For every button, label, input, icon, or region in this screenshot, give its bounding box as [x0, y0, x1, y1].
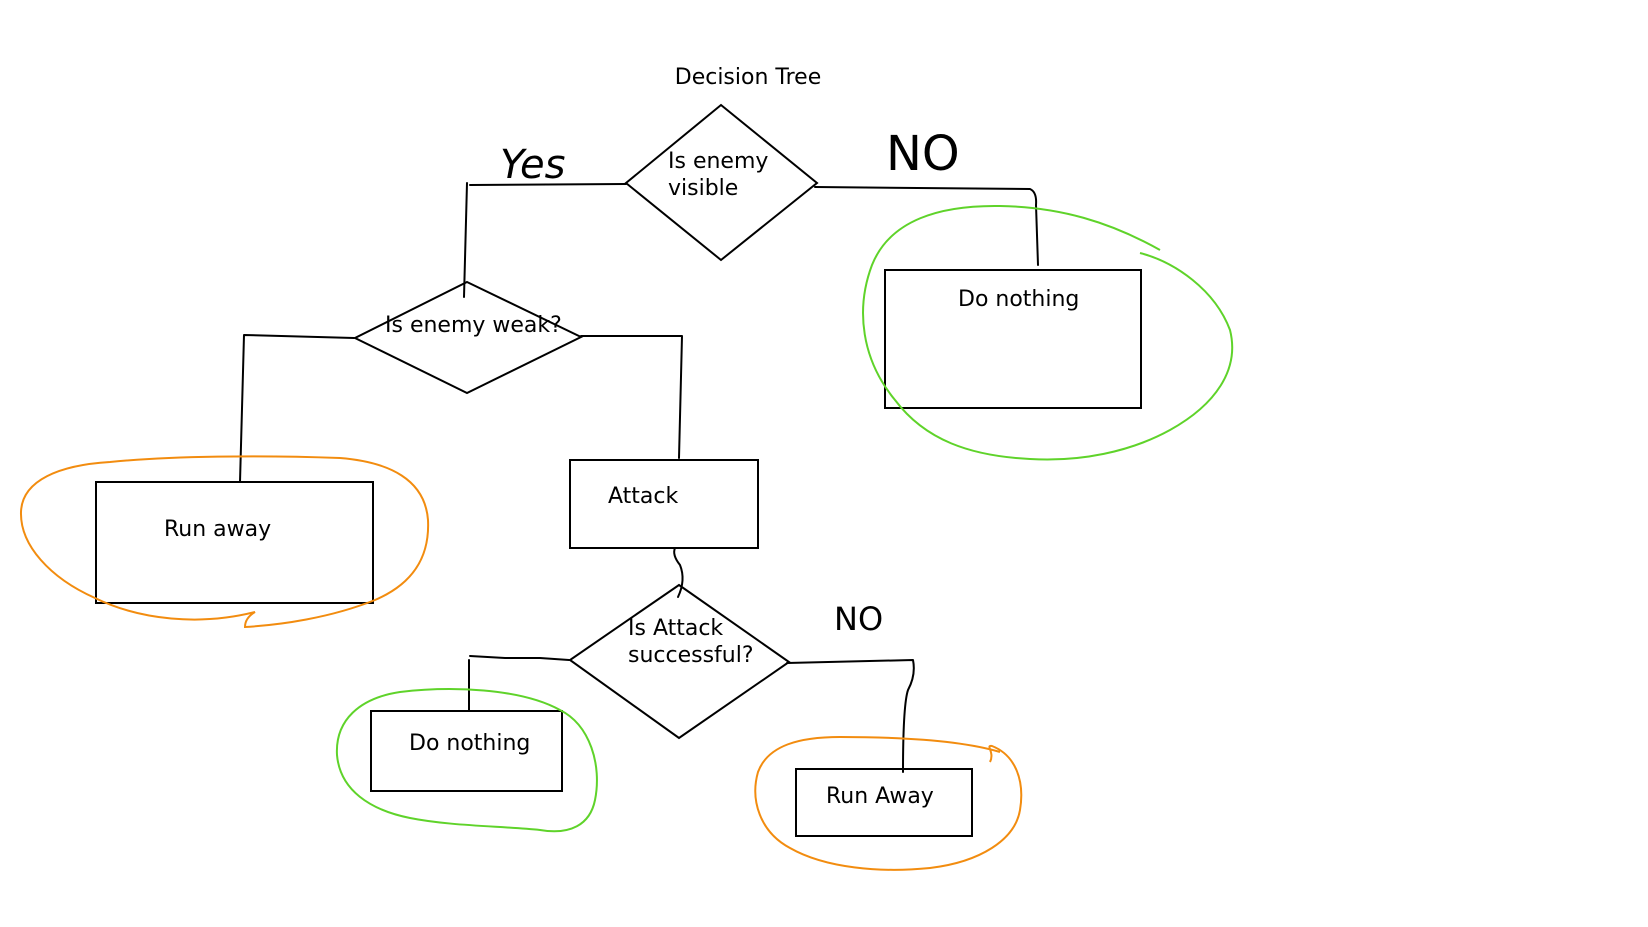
node-label: Attack [608, 484, 678, 509]
node-label-line: visible [668, 176, 738, 201]
node-label: Run Away [826, 784, 934, 809]
node-label: Do nothing [958, 287, 1079, 312]
highlight-orange-bottom [754, 735, 1023, 871]
edge-label-text: Yes [500, 142, 566, 188]
highlight-green-bottom [335, 688, 598, 833]
action-box [569, 459, 759, 549]
edge-check-no [786, 659, 915, 773]
action-node-run-away-bottom: Run Away [795, 768, 973, 837]
edge-label-text: NO [886, 126, 960, 182]
edge-label-attack-no: NO [834, 600, 883, 638]
action-node-run-away-left: Run away [95, 481, 374, 604]
edge-label-text: NO [834, 600, 883, 638]
decision-diamond [624, 103, 819, 262]
edge-root-no [814, 186, 1039, 266]
node-label-line: Is enemy [668, 149, 768, 174]
connectors [239, 182, 1039, 773]
decision-node-root: Is enemy visible [624, 103, 819, 262]
edge-label-root-yes: Yes [500, 142, 566, 188]
edge-weak-right [580, 335, 683, 459]
action-node-do-nothing-bottom: Do nothing [370, 710, 563, 792]
node-label-line: Is enemy weak? [385, 313, 562, 338]
node-label: Run away [164, 517, 271, 542]
highlight-orange-left [19, 455, 430, 629]
edge-root-yes [463, 182, 627, 298]
action-box [95, 481, 374, 604]
node-label-line: Is Attack [628, 616, 723, 641]
edge-attack-check [673, 547, 684, 598]
action-box [884, 269, 1142, 409]
diagram-title: Decision Tree [675, 65, 822, 90]
node-label: Do nothing [409, 731, 530, 756]
edge-weak-left [239, 334, 355, 483]
decision-node-weak: Is enemy weak? [352, 280, 584, 395]
action-node-do-nothing-top: Do nothing [884, 269, 1142, 409]
action-box [370, 710, 563, 792]
decision-diamond [568, 583, 791, 740]
node-label-line: successful? [628, 643, 754, 668]
decision-node-attack-check: Is Attack successful? [568, 583, 791, 740]
decision-diamond [352, 280, 584, 395]
edge-check-yes [468, 655, 570, 711]
edge-label-root-no: NO [886, 126, 960, 182]
action-node-attack: Attack [569, 459, 759, 549]
highlight-green-top [862, 204, 1234, 461]
action-box [795, 768, 973, 837]
